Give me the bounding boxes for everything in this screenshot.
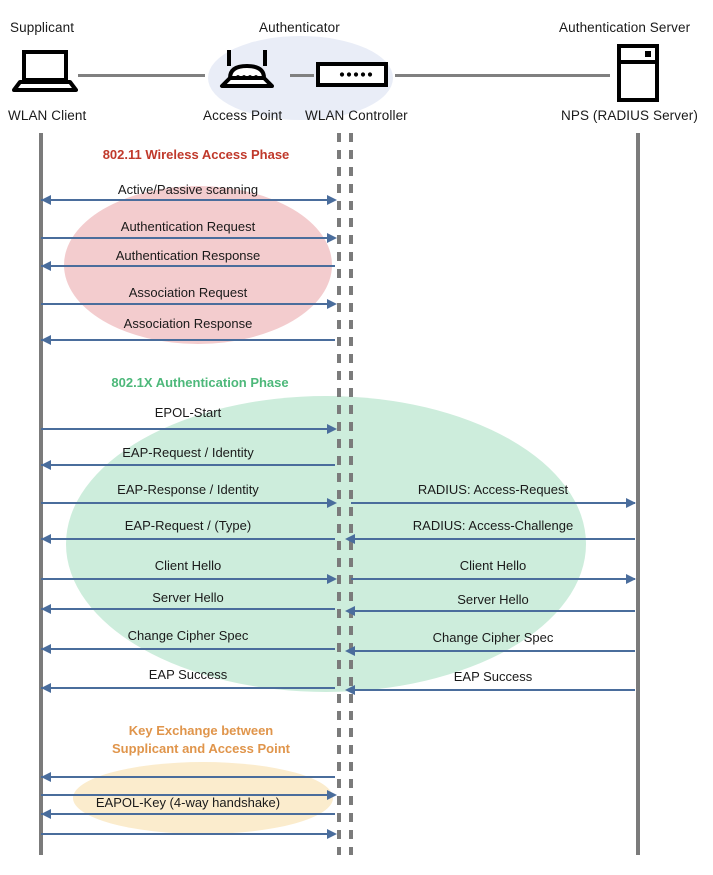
wire-client-to-ap (78, 74, 205, 77)
message-line (41, 578, 335, 580)
wireless-router-icon (216, 48, 278, 94)
arrowhead-left-icon (41, 644, 51, 654)
message-line (41, 833, 335, 835)
phase-ellipse-8021x (66, 396, 586, 692)
actor-device-wlan-client: WLAN Client (8, 108, 87, 123)
arrowhead-left-icon (41, 809, 51, 819)
arrowhead-right-icon (327, 790, 337, 800)
arrowhead-left-icon (41, 772, 51, 782)
wire-ap-to-controller (290, 74, 314, 77)
actor-device-access-point: Access Point (203, 108, 283, 123)
lifeline-access-point (337, 133, 341, 855)
arrowhead-left-icon (41, 460, 51, 470)
arrowhead-left-icon (345, 534, 355, 544)
actor-role-authenticator: Authenticator (259, 20, 340, 35)
arrowhead-left-icon (345, 646, 355, 656)
message-label: EAP-Request / Identity (122, 445, 254, 460)
message-label: EAP-Request / (Type) (124, 518, 252, 533)
message-line (41, 608, 335, 610)
lifeline-supplicant (39, 133, 43, 855)
message-line (41, 794, 335, 796)
arrowhead-left-icon (41, 604, 51, 614)
actor-role-supplicant: Supplicant (10, 20, 75, 35)
message-label: EPOL-Start (154, 405, 222, 420)
arrowhead-left-icon (41, 335, 51, 345)
message-line (41, 237, 335, 239)
arrowhead-left-icon (41, 534, 51, 544)
phase-caption-80211: 802.11 Wireless Access Phase (102, 147, 290, 162)
message-label: Client Hello (154, 558, 222, 573)
message-label: EAP Success (148, 667, 228, 682)
message-line (41, 776, 335, 778)
message-line (351, 502, 635, 504)
message-label: EAP-Response / Identity (117, 482, 259, 497)
message-line (41, 265, 335, 267)
message-label: Association Response (123, 316, 253, 331)
phase-caption-keyexchange: Key Exchange between Supplicant and Acce… (112, 723, 290, 756)
actor-role-authentication-server: Authentication Server (559, 20, 691, 35)
message-label: Client Hello (459, 558, 527, 573)
message-label: Change Cipher Spec (127, 628, 249, 643)
message-line (41, 813, 335, 815)
arrowhead-right-icon (327, 299, 337, 309)
message-line (41, 687, 335, 689)
message-line (41, 502, 335, 504)
lifeline-auth-server (636, 133, 640, 855)
wire-controller-to-server (395, 74, 610, 77)
message-label: EAP Success (453, 669, 533, 684)
lifeline-wlan-controller (349, 133, 353, 855)
actor-device-nps-radius-server: NPS (RADIUS Server) (561, 108, 698, 123)
message-label: Authentication Request (120, 219, 256, 234)
message-line (41, 648, 335, 650)
server-rack-icon (617, 44, 659, 102)
network-switch-icon (316, 62, 388, 88)
message-line (41, 199, 335, 201)
message-label: Server Hello (457, 592, 529, 607)
message-label: RADIUS: Access-Request (417, 482, 569, 497)
arrowhead-left-icon (345, 606, 355, 616)
message-line (41, 303, 335, 305)
message-line (41, 464, 335, 466)
message-line (351, 538, 635, 540)
message-label: RADIUS: Access-Challenge (412, 518, 574, 533)
arrowhead-right-icon (626, 574, 636, 584)
phase-ellipse-keyexchange (73, 762, 333, 834)
message-line (41, 339, 335, 341)
arrowhead-right-icon (327, 195, 337, 205)
message-line (41, 538, 335, 540)
arrowhead-right-icon (626, 498, 636, 508)
message-line (351, 578, 635, 580)
actor-device-wlan-controller: WLAN Controller (305, 108, 408, 123)
message-label: Change Cipher Spec (432, 630, 554, 645)
arrowhead-right-icon (327, 498, 337, 508)
arrowhead-left-icon (41, 683, 51, 693)
message-label: EAPOL-Key (4-way handshake) (95, 795, 281, 810)
phase-caption-8021x: 802.1X Authentication Phase (111, 375, 289, 390)
message-line (41, 428, 335, 430)
arrowhead-right-icon (327, 829, 337, 839)
arrowhead-right-icon (327, 424, 337, 434)
message-label: Active/Passive scanning (117, 182, 259, 197)
message-line (351, 689, 635, 691)
message-label: Server Hello (152, 590, 224, 605)
message-label: Authentication Response (115, 248, 261, 263)
arrowhead-left-icon (41, 195, 51, 205)
arrowhead-left-icon (41, 261, 51, 271)
message-line (351, 650, 635, 652)
message-line (351, 610, 635, 612)
arrowhead-right-icon (327, 574, 337, 584)
message-label: Association Request (128, 285, 248, 300)
arrowhead-left-icon (345, 685, 355, 695)
laptop-icon (12, 50, 78, 92)
arrowhead-right-icon (327, 233, 337, 243)
